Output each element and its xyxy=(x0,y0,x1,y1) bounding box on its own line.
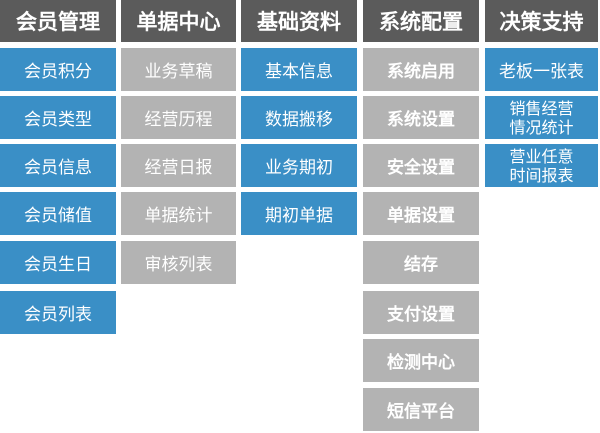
menu-item-member-points[interactable]: 会员积分 xyxy=(0,48,116,91)
menu-item-business-history[interactable]: 经营历程 xyxy=(121,96,236,139)
menu-item-boss-summary[interactable]: 老板一张表 xyxy=(485,48,598,91)
menu-item-data-migration[interactable]: 数据搬移 xyxy=(241,96,357,139)
menu-item-daily-report[interactable]: 经营日报 xyxy=(121,144,236,187)
menu-item-document-statistics[interactable]: 单据统计 xyxy=(121,192,236,235)
menu-item-closing-balance[interactable]: 结存 xyxy=(363,241,479,284)
menu-item-member-info[interactable]: 会员信息 xyxy=(0,144,116,187)
menu-item-basic-info[interactable]: 基本信息 xyxy=(241,48,357,91)
menu-item-document-settings[interactable]: 单据设置 xyxy=(363,192,479,235)
menu-item-sales-operation-stats[interactable]: 销售经营情况统计 xyxy=(485,96,598,139)
menu-item-opening-documents[interactable]: 期初单据 xyxy=(241,192,357,235)
menu-item-payment-settings[interactable]: 支付设置 xyxy=(363,291,479,334)
menu-item-business-drafts[interactable]: 业务草稿 xyxy=(121,48,236,91)
menu-item-business-opening[interactable]: 业务期初 xyxy=(241,144,357,187)
menu-item-member-stored-value[interactable]: 会员储值 xyxy=(0,192,116,235)
menu-item-system-settings[interactable]: 系统设置 xyxy=(363,96,479,139)
menu-item-diagnostics-center[interactable]: 检测中心 xyxy=(363,339,479,382)
menu-item-member-type[interactable]: 会员类型 xyxy=(0,96,116,139)
menu-item-member-birthday[interactable]: 会员生日 xyxy=(0,241,116,284)
menu-item-member-list[interactable]: 会员列表 xyxy=(0,291,116,334)
column-header-basic-data[interactable]: 基础资料 xyxy=(241,0,357,42)
menu-item-sms-platform[interactable]: 短信平台 xyxy=(363,388,479,431)
menu-item-business-period-report[interactable]: 营业任意时间报表 xyxy=(485,144,598,187)
menu-item-security-settings[interactable]: 安全设置 xyxy=(363,144,479,187)
column-header-system-config[interactable]: 系统配置 xyxy=(363,0,479,42)
column-header-member-management[interactable]: 会员管理 xyxy=(0,0,116,42)
menu-item-sales-operation-stats-label: 销售经营情况统计 xyxy=(509,98,574,137)
column-header-decision-support[interactable]: 决策支持 xyxy=(485,0,598,42)
menu-item-system-enable[interactable]: 系统启用 xyxy=(363,48,479,91)
column-header-document-center[interactable]: 单据中心 xyxy=(121,0,236,42)
menu-item-business-period-report-label: 营业任意时间报表 xyxy=(509,146,574,185)
menu-item-review-list[interactable]: 审核列表 xyxy=(121,241,236,284)
